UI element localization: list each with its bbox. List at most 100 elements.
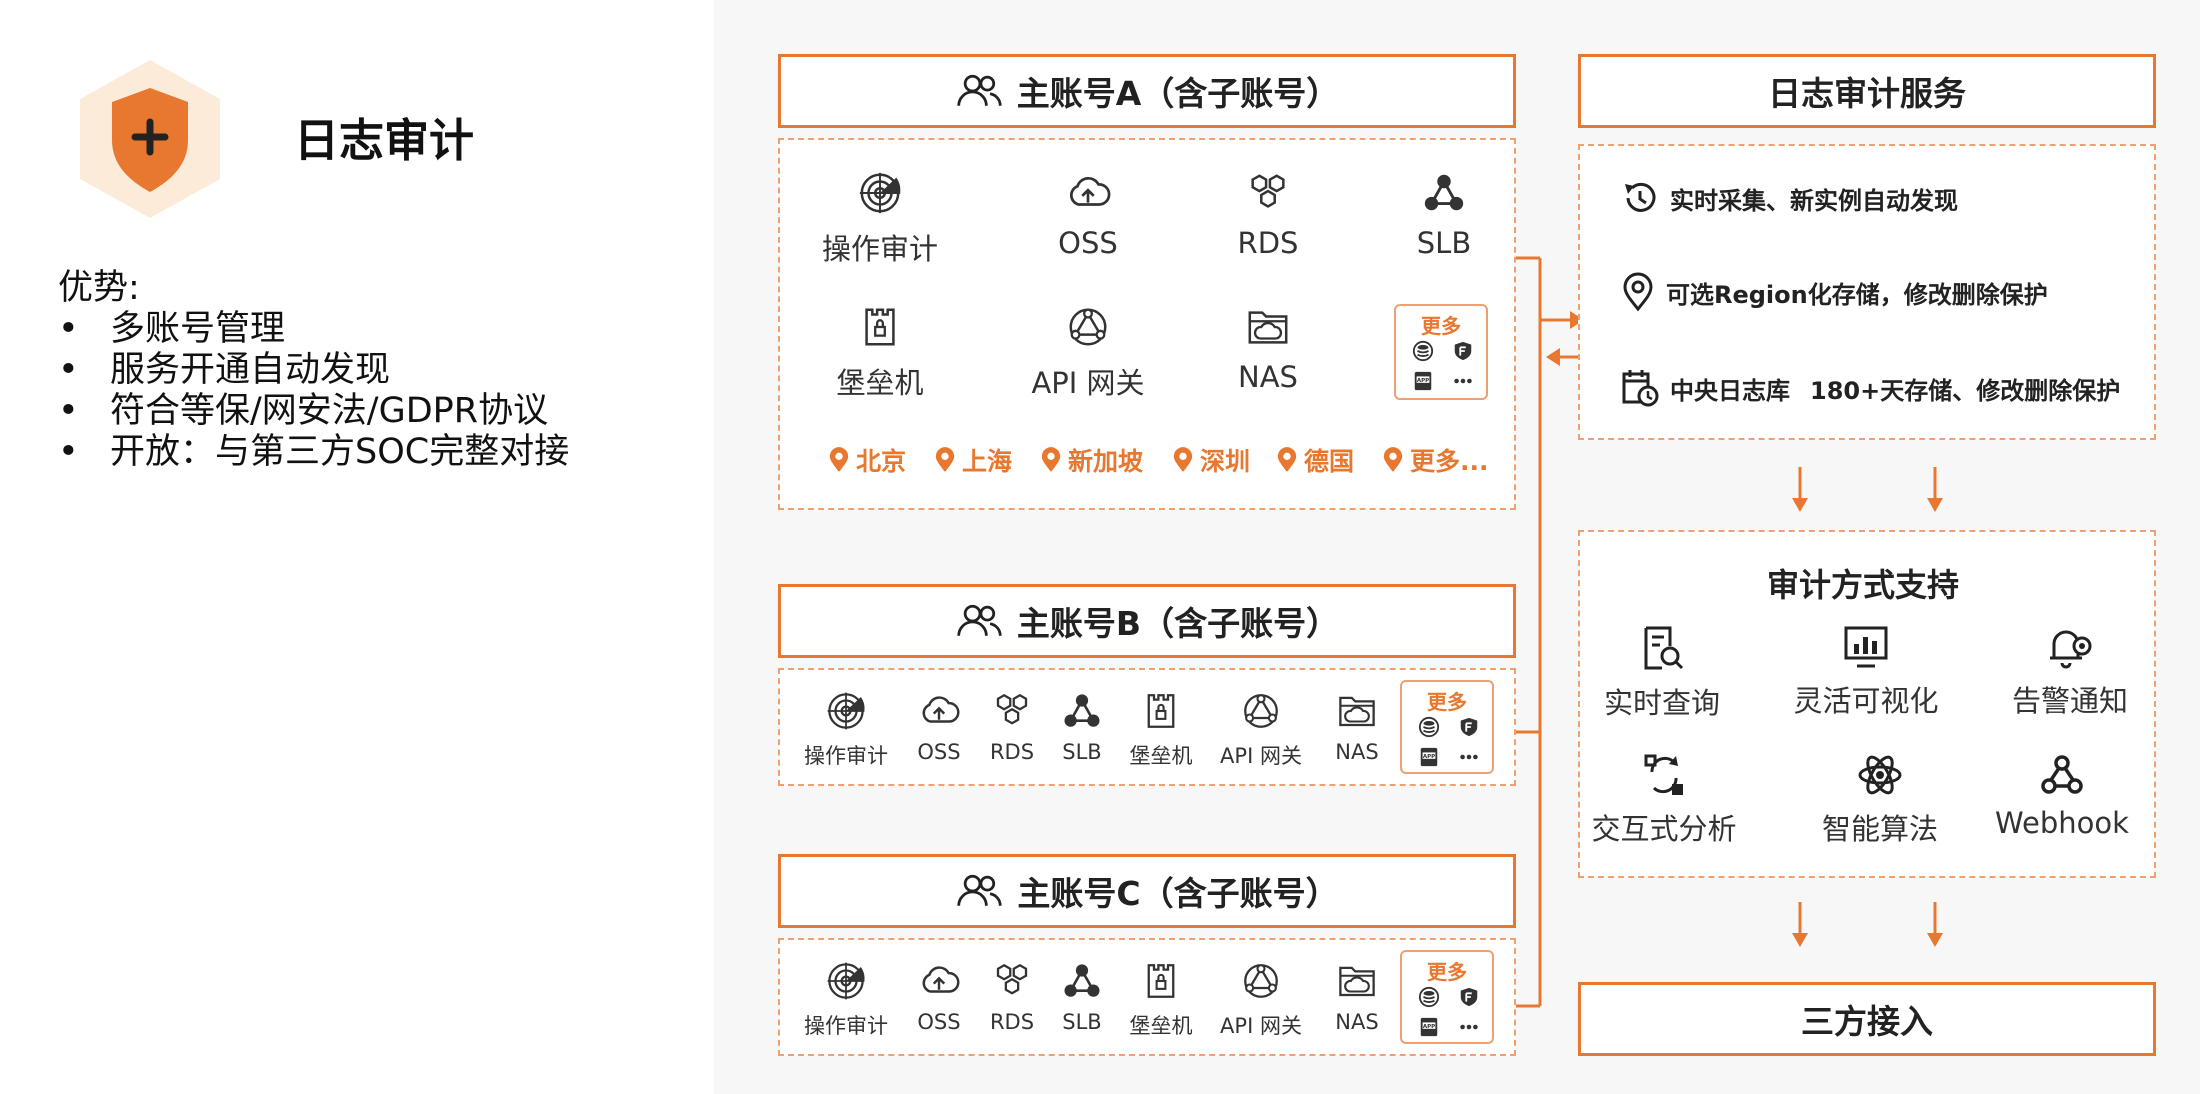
service-oss[interactable]: OSS: [899, 690, 979, 764]
more-services-button[interactable]: 更多: [1400, 680, 1494, 774]
service-bastion[interactable]: 堡垒机: [1116, 960, 1206, 1040]
hexagons-icon: [991, 960, 1033, 1002]
hexagons-icon: [991, 690, 1033, 732]
location-pin-icon: [1382, 447, 1404, 473]
cloud-upload-icon: [918, 960, 960, 1002]
chart-monitor-icon: [1844, 626, 1888, 668]
service-slb[interactable]: SLB: [1042, 690, 1122, 764]
method-alert[interactable]: 告警通知: [2000, 624, 2140, 720]
advantages-list: 优势: •多账号管理 •服务开通自动发现 •符合等保/网安法/GDPR协议 •开…: [58, 268, 569, 473]
service-oss[interactable]: OSS: [1028, 170, 1148, 260]
service-rds[interactable]: RDS: [972, 690, 1052, 764]
cycle-arrows-icon: [1644, 754, 1683, 795]
database-icon: [1412, 340, 1434, 362]
feature-realtime-collection: 实时采集、新实例自动发现: [1620, 178, 1958, 218]
folder-cloud-icon: [1336, 960, 1378, 1002]
ellipsis-icon: [1458, 746, 1480, 768]
log-audit-service-features: [1578, 144, 2156, 440]
location-pin-icon: [1172, 447, 1194, 473]
service-bastion[interactable]: 堡垒机: [1116, 690, 1206, 770]
account-c-header: 主账号C（含子账号）: [778, 854, 1516, 928]
audit-methods-title: 审计方式支持: [1767, 566, 1960, 604]
more-services-button[interactable]: 更多: [1394, 304, 1488, 400]
triangle-nodes-icon: [1240, 960, 1282, 1002]
advantages-title: 优势:: [58, 268, 140, 308]
method-webhook[interactable]: Webhook: [1992, 752, 2132, 840]
service-nas[interactable]: NAS: [1317, 690, 1397, 764]
service-rds[interactable]: RDS: [972, 960, 1052, 1034]
method-interactive-analysis[interactable]: 交互式分析: [1584, 752, 1744, 848]
audit-methods-panel: [1578, 530, 2156, 878]
network-nodes-icon: [1421, 170, 1467, 216]
service-rds[interactable]: RDS: [1208, 170, 1328, 260]
service-actiontrail[interactable]: 操作审计: [820, 170, 940, 268]
feature-region-storage: 可选Region化存储，修改删除保护: [1620, 272, 2048, 312]
service-slb[interactable]: SLB: [1042, 960, 1122, 1034]
location-pin-icon: [1276, 447, 1298, 473]
radar-icon: [825, 690, 867, 732]
triangle-nodes-icon: [1065, 304, 1111, 350]
ellipsis-icon: [1458, 1016, 1480, 1038]
users-icon: [955, 872, 1003, 910]
app-icon: [1418, 1016, 1440, 1038]
service-actiontrail[interactable]: 操作审计: [796, 690, 896, 770]
shield-icon: [1458, 986, 1480, 1008]
network-nodes-icon: [1061, 690, 1103, 732]
account-a-header: 主账号A（含子账号）: [778, 54, 1516, 128]
list-item: •服务开通自动发现: [58, 350, 391, 390]
method-visualization[interactable]: 灵活可视化: [1786, 624, 1946, 720]
database-icon: [1418, 986, 1440, 1008]
cloud-upload-icon: [1065, 170, 1111, 216]
region-shanghai[interactable]: 上海: [934, 442, 1012, 478]
ellipsis-icon: [1452, 370, 1474, 392]
service-oss[interactable]: OSS: [899, 960, 979, 1034]
service-slb[interactable]: SLB: [1384, 170, 1504, 260]
account-b-header: 主账号B（含子账号）: [778, 584, 1516, 658]
service-actiontrail[interactable]: 操作审计: [796, 960, 896, 1040]
list-item: •符合等保/网安法/GDPR协议: [58, 391, 549, 431]
service-nas[interactable]: NAS: [1317, 960, 1397, 1034]
bell-gear-icon: [2050, 630, 2092, 669]
calendar-clock-icon: [1622, 370, 1659, 407]
account-c-services: [778, 938, 1516, 1056]
service-api-gateway[interactable]: API 网关: [1206, 690, 1316, 770]
shield-icon: [1452, 340, 1474, 362]
service-bastion[interactable]: 堡垒机: [820, 304, 940, 402]
folder-cloud-icon: [1336, 690, 1378, 732]
webhook-icon: [2041, 755, 2083, 794]
location-outline-icon: [1623, 272, 1653, 312]
service-nas[interactable]: NAS: [1208, 304, 1328, 394]
shield-icon: [1458, 716, 1480, 738]
triangle-nodes-icon: [1240, 690, 1282, 732]
database-icon: [1418, 716, 1440, 738]
region-singapore[interactable]: 新加坡: [1040, 442, 1143, 478]
account-b-services: [778, 668, 1516, 786]
left-panel: 日志审计 优势: •多账号管理 •服务开通自动发现 •符合等保/网安法/GDPR…: [0, 0, 714, 1094]
region-beijing[interactable]: 北京: [828, 442, 906, 478]
castle-lock-icon: [1140, 960, 1182, 1002]
list-item: •多账号管理: [58, 309, 286, 349]
service-api-gateway[interactable]: API 网关: [1018, 304, 1158, 402]
document-search-icon: [1644, 626, 1684, 670]
region-more[interactable]: 更多...: [1382, 442, 1489, 478]
castle-lock-icon: [857, 304, 903, 350]
service-api-gateway[interactable]: API 网关: [1206, 960, 1316, 1040]
page-title: 日志审计: [294, 114, 475, 167]
app-icon: [1412, 370, 1434, 392]
location-pin-icon: [934, 447, 956, 473]
network-nodes-icon: [1061, 960, 1103, 1002]
hexagons-icon: [1245, 170, 1291, 216]
region-shenzhen[interactable]: 深圳: [1172, 442, 1250, 478]
third-party-integration: 三方接入: [1578, 982, 2156, 1056]
app-icon: [1418, 746, 1440, 768]
method-realtime-query[interactable]: 实时查询: [1592, 624, 1732, 722]
users-icon: [955, 602, 1003, 640]
cloud-upload-icon: [918, 690, 960, 732]
history-clock-icon: [1625, 182, 1656, 212]
more-services-button[interactable]: 更多: [1400, 950, 1494, 1044]
method-smart-algorithm[interactable]: 智能算法: [1810, 752, 1950, 848]
radar-icon: [825, 960, 867, 1002]
shield-plus-icon: [80, 60, 220, 218]
region-germany[interactable]: 德国: [1276, 442, 1354, 478]
atom-icon: [1858, 755, 1902, 795]
